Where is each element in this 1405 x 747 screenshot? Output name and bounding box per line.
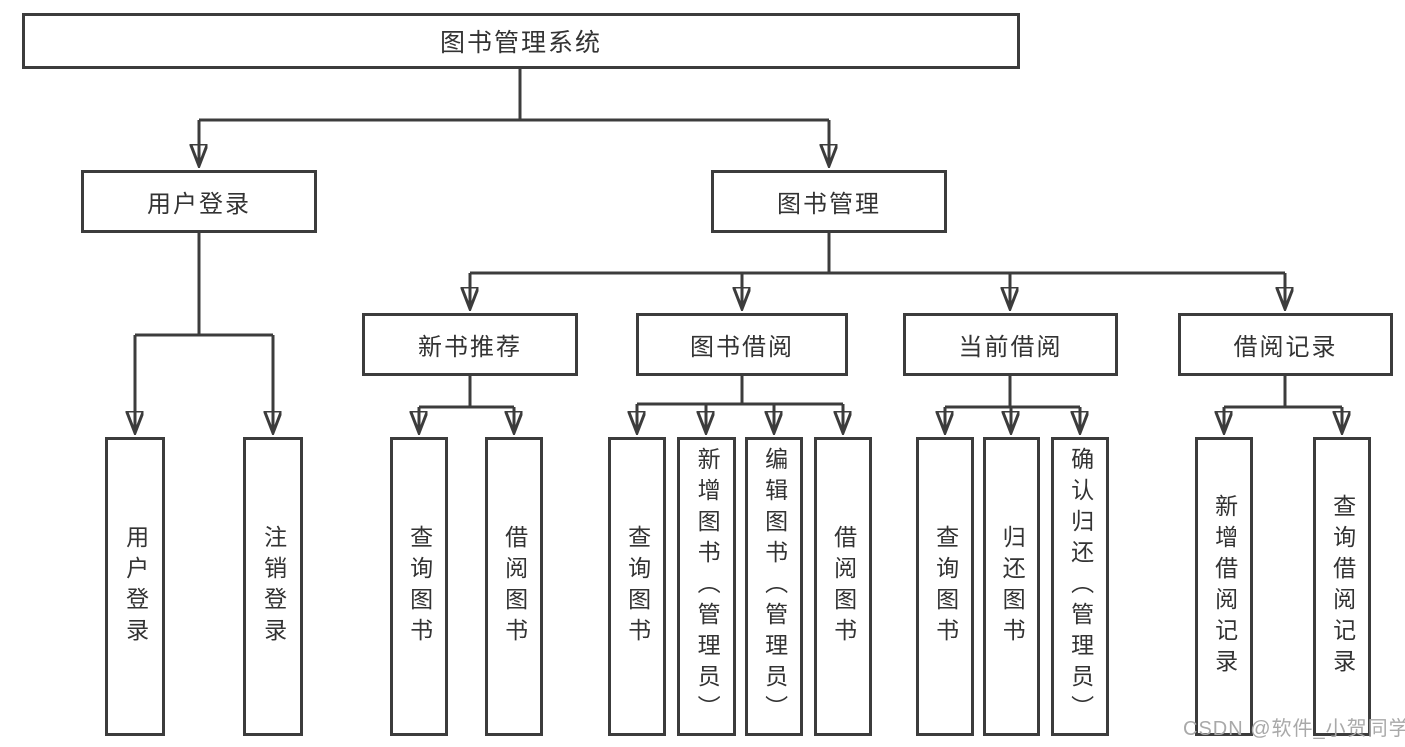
leaf-borrow-borrow-book: 借阅图书	[814, 437, 872, 736]
leaf-current-query-book: 查询图书	[916, 437, 974, 736]
connector-user-login-children	[135, 233, 273, 433]
leaf-user-login-label: 用户登录	[122, 524, 149, 649]
leaf-query-borrow-record-label: 查询借阅记录	[1329, 493, 1356, 680]
csdn-watermark: CSDN @软件_小贺同学	[1183, 718, 1405, 740]
leaf-borrow-query-book: 查询图书	[608, 437, 666, 736]
leaf-add-book-admin: 新增图书（管理员）	[677, 437, 736, 736]
connector-new-book-rec-children	[419, 376, 514, 433]
node-borrow-record: 借阅记录	[1178, 313, 1393, 376]
leaf-edit-book-admin-label: 编辑图书（管理员）	[761, 447, 788, 726]
leaf-current-query-book-label: 查询图书	[932, 524, 959, 649]
leaf-edit-book-admin: 编辑图书（管理员）	[745, 437, 803, 736]
leaf-logout: 注销登录	[243, 437, 303, 736]
leaf-rec-borrow-book: 借阅图书	[485, 437, 543, 736]
leaf-add-borrow-record-label: 新增借阅记录	[1211, 493, 1238, 680]
leaf-borrow-borrow-book-label: 借阅图书	[830, 524, 857, 649]
node-book-borrow: 图书借阅	[636, 313, 848, 376]
node-book-borrow-label: 图书借阅	[690, 334, 794, 361]
leaf-borrow-query-book-label: 查询图书	[624, 524, 651, 649]
connector-root-to-level1	[199, 69, 829, 166]
leaf-confirm-return-admin: 确认归还（管理员）	[1051, 437, 1109, 736]
node-root-library-system: 图书管理系统	[22, 13, 1020, 69]
leaf-user-login: 用户登录	[105, 437, 165, 736]
node-user-login: 用户登录	[81, 170, 317, 233]
leaf-logout-label: 注销登录	[260, 524, 287, 649]
connector-book-mgmt-children	[470, 233, 1285, 309]
node-book-management: 图书管理	[711, 170, 947, 233]
leaf-add-book-admin-label: 新增图书（管理员）	[694, 447, 721, 726]
node-new-book-recommendation-label: 新书推荐	[418, 334, 522, 361]
leaf-query-borrow-record: 查询借阅记录	[1313, 437, 1371, 736]
leaf-rec-query-book: 查询图书	[390, 437, 448, 736]
leaf-return-book-label: 归还图书	[999, 524, 1026, 649]
leaf-add-borrow-record: 新增借阅记录	[1195, 437, 1253, 736]
node-book-management-label: 图书管理	[777, 191, 881, 218]
connector-borrow-record-children	[1224, 376, 1342, 433]
leaf-confirm-return-admin-label: 确认归还（管理员）	[1067, 447, 1094, 726]
node-user-login-label: 用户登录	[147, 191, 251, 218]
node-current-borrow: 当前借阅	[903, 313, 1118, 376]
node-current-borrow-label: 当前借阅	[958, 334, 1063, 361]
node-borrow-record-label: 借阅记录	[1233, 334, 1338, 361]
leaf-rec-query-book-label: 查询图书	[406, 524, 433, 649]
node-root-label: 图书管理系统	[439, 29, 602, 57]
node-new-book-recommendation: 新书推荐	[362, 313, 578, 376]
connector-current-borrow-children	[945, 376, 1080, 433]
connector-book-borrow-children	[637, 376, 843, 433]
leaf-return-book: 归还图书	[983, 437, 1040, 736]
leaf-rec-borrow-book-label: 借阅图书	[501, 524, 528, 649]
